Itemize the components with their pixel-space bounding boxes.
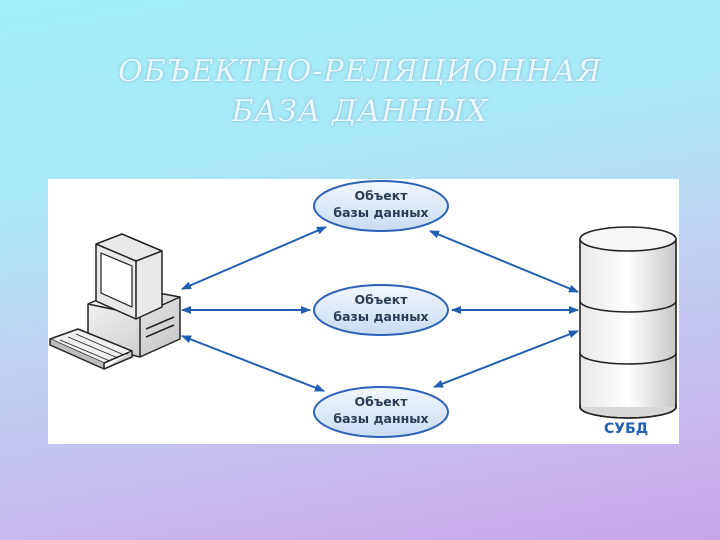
arrow-object-dbms-3 [433,330,579,388]
object-node-1: Объект базы данных [313,180,449,232]
arrow-computer-object-3 [181,335,325,392]
computer-icon [49,233,181,370]
arrow-computer-object-1 [181,226,327,290]
object-node-3-line2: базы данных [333,411,428,426]
arrows-computer-to-objects [181,226,327,392]
database-cylinder-icon [579,226,677,419]
object-node-2-line1: Объект [355,292,409,307]
object-node-1-line2: базы данных [333,205,428,220]
architecture-diagram: Объект базы данных Объект базы данных Об… [49,180,677,438]
object-node-1-line1: Объект [355,188,409,203]
object-node-2-line2: базы данных [333,309,428,324]
arrow-object-dbms-1 [429,230,579,293]
diagram-panel: Объект базы данных Объект базы данных Об… [48,179,679,444]
object-node-3-line1: Объект [355,394,409,409]
slide-title: ОБЪЕКТНО-РЕЛЯЦИОННАЯ БАЗА ДАННЫХ [0,52,720,132]
arrows-objects-to-dbms [429,230,579,388]
object-node-2: Объект базы данных [313,284,449,336]
title-line-2: БАЗА ДАННЫХ [231,94,489,129]
title-line-1: ОБЪЕКТНО-РЕЛЯЦИОННАЯ [117,54,603,89]
object-node-3: Объект базы данных [313,386,449,438]
dbms-label: СУБД [604,421,648,437]
